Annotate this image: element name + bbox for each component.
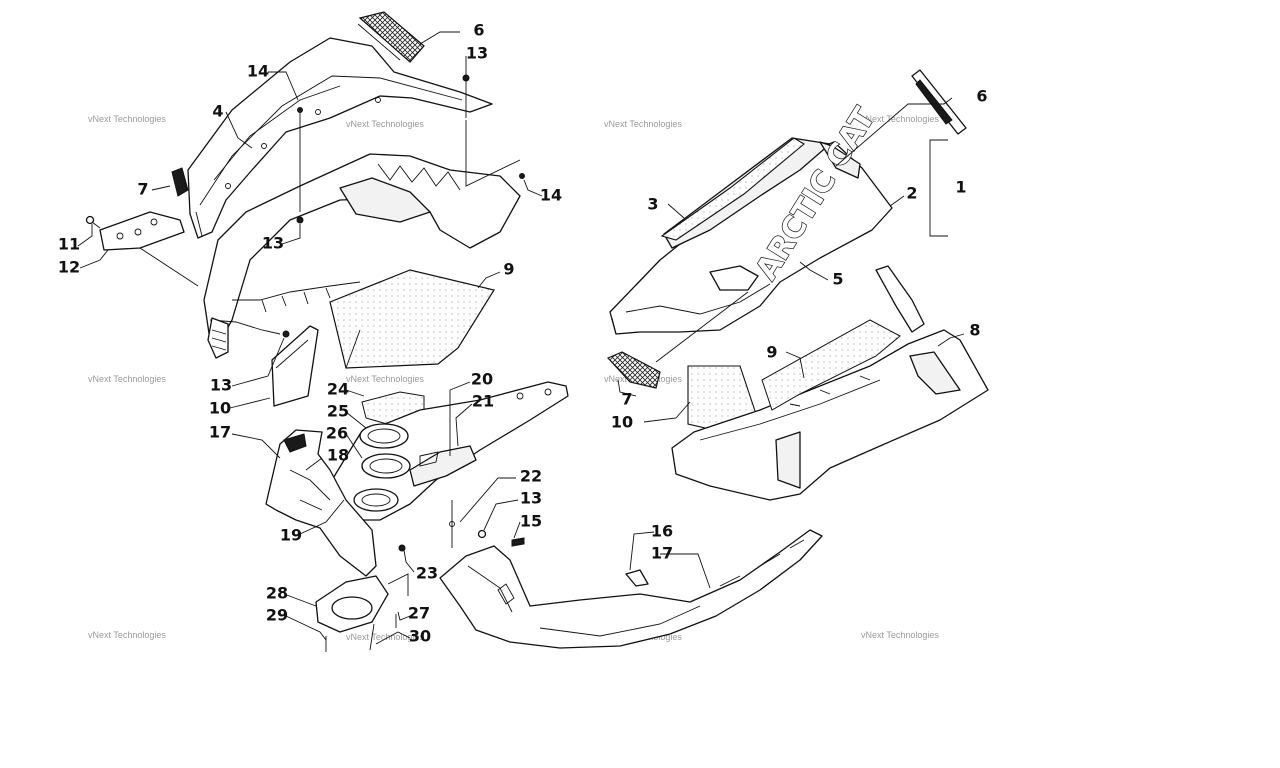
callout-13: 13: [520, 489, 542, 508]
callout-21: 21: [472, 392, 494, 411]
callout-8: 8: [969, 321, 980, 340]
callout-17: 17: [209, 423, 231, 442]
callout-6: 6: [473, 21, 484, 40]
watermark: vNext Technologies: [88, 374, 166, 384]
watermark: vNext Technologies: [604, 119, 682, 129]
part-lower-side-panel: [671, 265, 989, 501]
part-vent-grille: [357, 11, 425, 63]
callout-24: 24: [327, 380, 349, 399]
callout-10: 10: [611, 413, 633, 432]
part-fastener: [449, 500, 455, 548]
part-fastener: [511, 537, 525, 547]
part-bolt: [297, 107, 303, 212]
part-trim-strip: [99, 211, 185, 251]
callout-16: 16: [651, 522, 673, 541]
part-seal-ring: [359, 423, 409, 449]
part-hood-frame: [203, 153, 521, 359]
watermark: vNext Technologies: [346, 119, 424, 129]
callout-23: 23: [416, 564, 438, 583]
watermark: vNext Technologies: [861, 114, 939, 124]
part-belly-pan: [439, 529, 823, 649]
callout-10: 10: [209, 399, 231, 418]
callout-7: 7: [621, 390, 632, 409]
watermark: vNext Technologies: [346, 374, 424, 384]
part-fastener: [477, 529, 487, 539]
callout-26: 26: [326, 424, 348, 443]
callout-13: 13: [262, 234, 284, 253]
callout-5: 5: [832, 270, 843, 289]
callout-19: 19: [280, 526, 302, 545]
part-lower-duct: [315, 573, 409, 652]
callout-14: 14: [247, 62, 269, 81]
callout-2: 2: [906, 184, 917, 203]
part-seal-ring: [361, 453, 411, 479]
callout-9: 9: [766, 343, 777, 362]
callout-14: 14: [540, 186, 562, 205]
callout-28: 28: [266, 584, 288, 603]
callout-12: 12: [58, 258, 80, 277]
part-screw: [85, 215, 101, 229]
callout-4: 4: [212, 102, 223, 121]
part-vent-piece-right: [911, 69, 967, 135]
part-nut: [296, 216, 304, 224]
callout-15: 15: [520, 512, 542, 531]
callout-7: 7: [137, 180, 148, 199]
part-fastener: [398, 544, 406, 552]
part-nut: [282, 330, 290, 338]
callout-20: 20: [471, 370, 493, 389]
watermark: vNext Technologies: [861, 630, 939, 640]
part-side-bracket-left: [271, 325, 319, 407]
part-grille-right: [606, 351, 661, 389]
callout-17: 17: [651, 544, 673, 563]
callout-18: 18: [327, 446, 349, 465]
watermark: vNext Technologies: [88, 114, 166, 124]
callout-3: 3: [647, 195, 658, 214]
part-hood-insulation: [660, 137, 805, 241]
callout-22: 22: [520, 467, 542, 486]
part-bolt: [519, 173, 525, 179]
part-seal-ring: [353, 488, 399, 512]
callout-6: 6: [976, 87, 987, 106]
callout-29: 29: [266, 606, 288, 625]
leader-lines: [77, 31, 965, 645]
watermark: vNext Technologies: [346, 632, 424, 642]
part-air-duct: [265, 429, 377, 577]
callout-30: 30: [409, 627, 431, 646]
callout-numbers: 6 13 14 4 7 14 11 13 12 9 13 10 20 24 21…: [58, 21, 988, 646]
watermark: vNext Technologies: [88, 630, 166, 640]
callout-13: 13: [466, 44, 488, 63]
callout-13: 13: [210, 376, 232, 395]
callout-9: 9: [503, 260, 514, 279]
callout-27: 27: [408, 604, 430, 623]
callout-11: 11: [58, 235, 80, 254]
part-small-clip: [171, 167, 189, 197]
part-upper-nose-trim: [187, 37, 493, 239]
callout-1: 1: [955, 178, 966, 197]
part-insulation-pad-left: [329, 269, 495, 369]
callout-25: 25: [327, 402, 349, 421]
